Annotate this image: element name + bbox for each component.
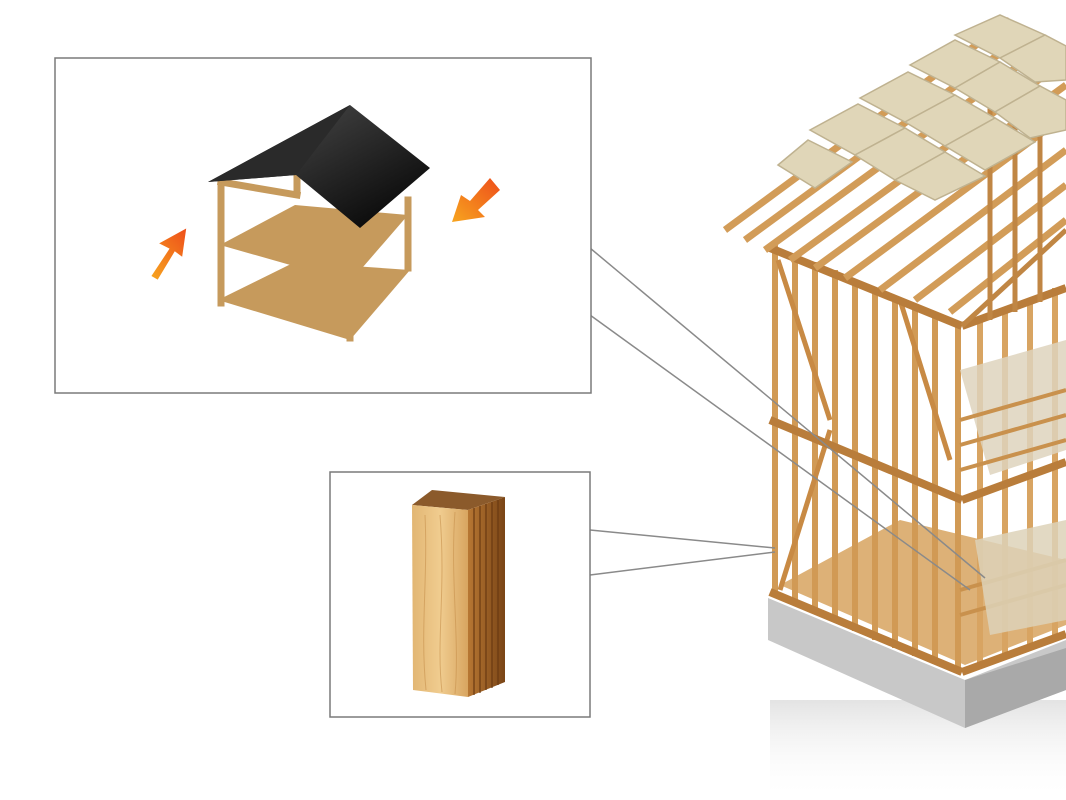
callout-box-lumber xyxy=(329,471,591,718)
left-wall-braces xyxy=(775,259,953,591)
roof-sheathing xyxy=(776,14,1066,201)
floor-reflection xyxy=(770,700,1066,800)
arrow-icon xyxy=(151,178,500,280)
force-arrow-right xyxy=(452,178,500,222)
icon-roof xyxy=(208,105,430,228)
house-framing-illustration xyxy=(722,14,1066,800)
leader-line-top-lower xyxy=(589,314,971,591)
lumber-post-icon xyxy=(412,490,505,697)
leader-line-top-upper xyxy=(589,247,986,579)
leader-line-bottom-upper xyxy=(589,529,776,549)
foundation-side xyxy=(965,648,1066,728)
icon-floor-bottom xyxy=(218,262,410,340)
force-arrow-left xyxy=(151,228,187,280)
lumber-top xyxy=(412,490,505,510)
ground-floor-panel xyxy=(975,520,1066,635)
callout-box-structure xyxy=(54,57,592,394)
lumber-laminations xyxy=(473,500,499,695)
upper-floor-deck xyxy=(960,340,1066,475)
leader-line-bottom-lower xyxy=(589,551,776,576)
icon-frame-members xyxy=(216,171,412,342)
icon-roof-left xyxy=(208,105,350,182)
leader-lines xyxy=(589,247,986,591)
lumber-grain xyxy=(423,511,457,695)
house-frame-icon xyxy=(208,105,430,342)
left-wall-plates xyxy=(768,244,964,676)
